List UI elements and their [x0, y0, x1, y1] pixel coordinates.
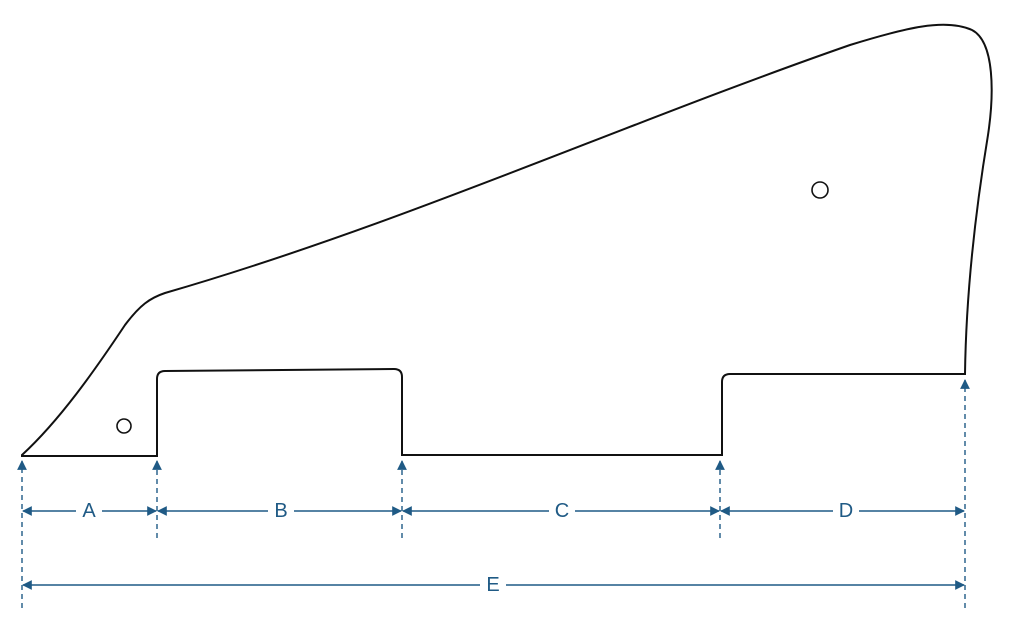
- dimension-c-label: C: [555, 500, 569, 522]
- dimension-d: D: [720, 500, 965, 522]
- dimension-e-label: E: [486, 574, 499, 596]
- dimension-b-label: B: [274, 500, 287, 522]
- dimension-b: B: [157, 500, 402, 522]
- dimension-d-label: D: [839, 500, 853, 522]
- extension-lines: [17, 379, 970, 608]
- dimension-c: C: [402, 500, 720, 522]
- pickguard-outline: [21, 23, 993, 457]
- dimension-a-label: A: [82, 500, 96, 522]
- dimension-a: A: [22, 500, 157, 522]
- screw-hole-left: [116, 418, 132, 434]
- dimension-e: E: [22, 574, 965, 596]
- screw-hole-right: [811, 181, 829, 199]
